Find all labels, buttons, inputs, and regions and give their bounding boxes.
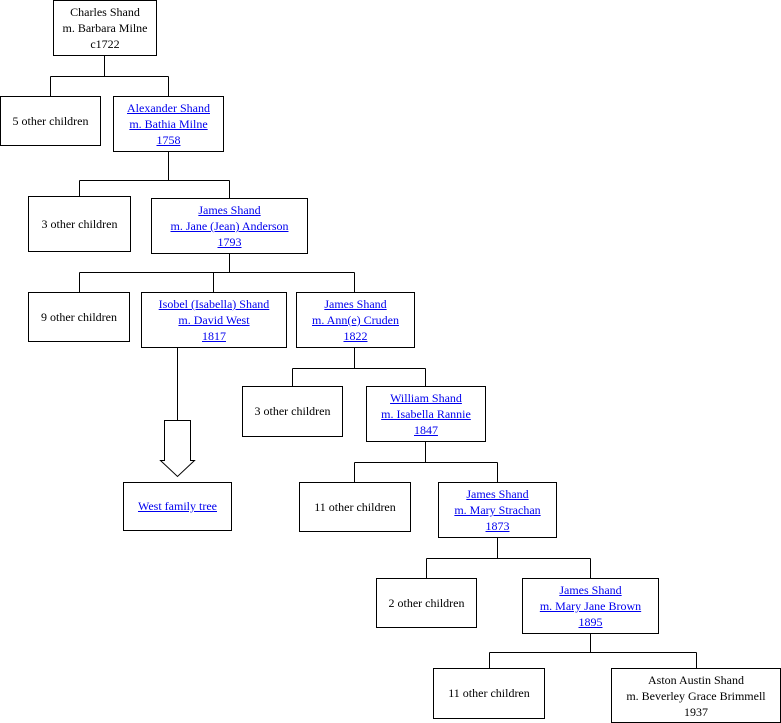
person-link-spouse[interactable]: m. Mary Jane Brown	[539, 599, 642, 613]
person-james-shand-1895: James Shand m. Mary Jane Brown 1895	[522, 578, 659, 634]
person-james-shand-1822: James Shand m. Ann(e) Cruden 1822	[296, 292, 415, 348]
person-link-year[interactable]: 1817	[201, 329, 226, 343]
person-link-name[interactable]: James Shand	[466, 487, 529, 501]
other-children-label: 11 other children	[314, 499, 396, 514]
person-name: Charles Shand	[70, 5, 140, 19]
person-link-spouse[interactable]: m. Bathia Milne	[129, 117, 208, 131]
person-alexander-shand: Alexander Shand m. Bathia Milne 1758	[113, 96, 224, 152]
west-family-tree-link[interactable]: West family tree	[137, 499, 217, 513]
other-children-box: 11 other children	[433, 668, 545, 719]
person-link-spouse[interactable]: m. Mary Strachan	[454, 503, 541, 517]
person-link-year[interactable]: 1873	[485, 519, 510, 533]
person-link-year[interactable]: 1895	[578, 615, 603, 629]
person-james-shand-1793: James Shand m. Jane (Jean) Anderson 1793	[151, 198, 308, 254]
person-link-year[interactable]: 1793	[217, 235, 242, 249]
person-name: Aston Austin Shand	[647, 672, 744, 687]
person-charles-shand: Charles Shand m. Barbara Milne c1722	[53, 0, 157, 56]
person-aston-austin-shand: Aston Austin Shand m. Beverley Grace Bri…	[611, 668, 781, 723]
spouse: m. Barbara Milne	[62, 21, 148, 35]
person-link-spouse[interactable]: m. Jane (Jean) Anderson	[170, 219, 289, 233]
person-link-spouse[interactable]: m. Isabella Rannie	[381, 407, 471, 421]
west-family-tree-box: West family tree	[123, 482, 232, 531]
other-children-label: 2 other children	[388, 595, 465, 610]
person-link-year[interactable]: 1758	[156, 133, 181, 147]
other-children-box: 2 other children	[376, 578, 477, 628]
other-children-label: 9 other children	[41, 309, 117, 324]
other-children-box: 11 other children	[299, 482, 411, 532]
other-children-box: 3 other children	[28, 196, 131, 252]
person-link-name[interactable]: James Shand	[559, 583, 622, 597]
spouse: m. Beverley Grace Brimmell	[626, 688, 766, 703]
other-children-box: 5 other children	[0, 96, 101, 146]
person-link-spouse[interactable]: m. David West	[178, 313, 250, 327]
person-isobel-shand: Isobel (Isabella) Shand m. David West 18…	[141, 292, 287, 348]
other-children-box: 9 other children	[28, 292, 130, 342]
person-link-name[interactable]: William Shand	[390, 391, 462, 405]
person-james-shand-1873: James Shand m. Mary Strachan 1873	[438, 482, 557, 538]
other-children-label: 11 other children	[448, 686, 530, 700]
year: c1722	[90, 37, 120, 51]
other-children-label: 5 other children	[12, 113, 89, 128]
person-link-year[interactable]: 1847	[413, 423, 438, 437]
down-arrow-icon	[159, 420, 196, 478]
person-link-year[interactable]: 1822	[343, 329, 368, 343]
other-children-label: 3 other children	[254, 404, 331, 418]
person-link-spouse[interactable]: m. Ann(e) Cruden	[312, 313, 399, 327]
person-william-shand: William Shand m. Isabella Rannie 1847	[366, 386, 486, 442]
person-link-name[interactable]: Alexander Shand	[127, 101, 210, 115]
year: 1937	[683, 704, 708, 719]
person-link-name[interactable]: Isobel (Isabella) Shand	[158, 297, 270, 311]
other-children-box: 3 other children	[242, 386, 343, 437]
other-children-label: 3 other children	[41, 216, 118, 231]
person-link-name[interactable]: James Shand	[198, 203, 261, 217]
person-link-name[interactable]: James Shand	[324, 297, 387, 311]
